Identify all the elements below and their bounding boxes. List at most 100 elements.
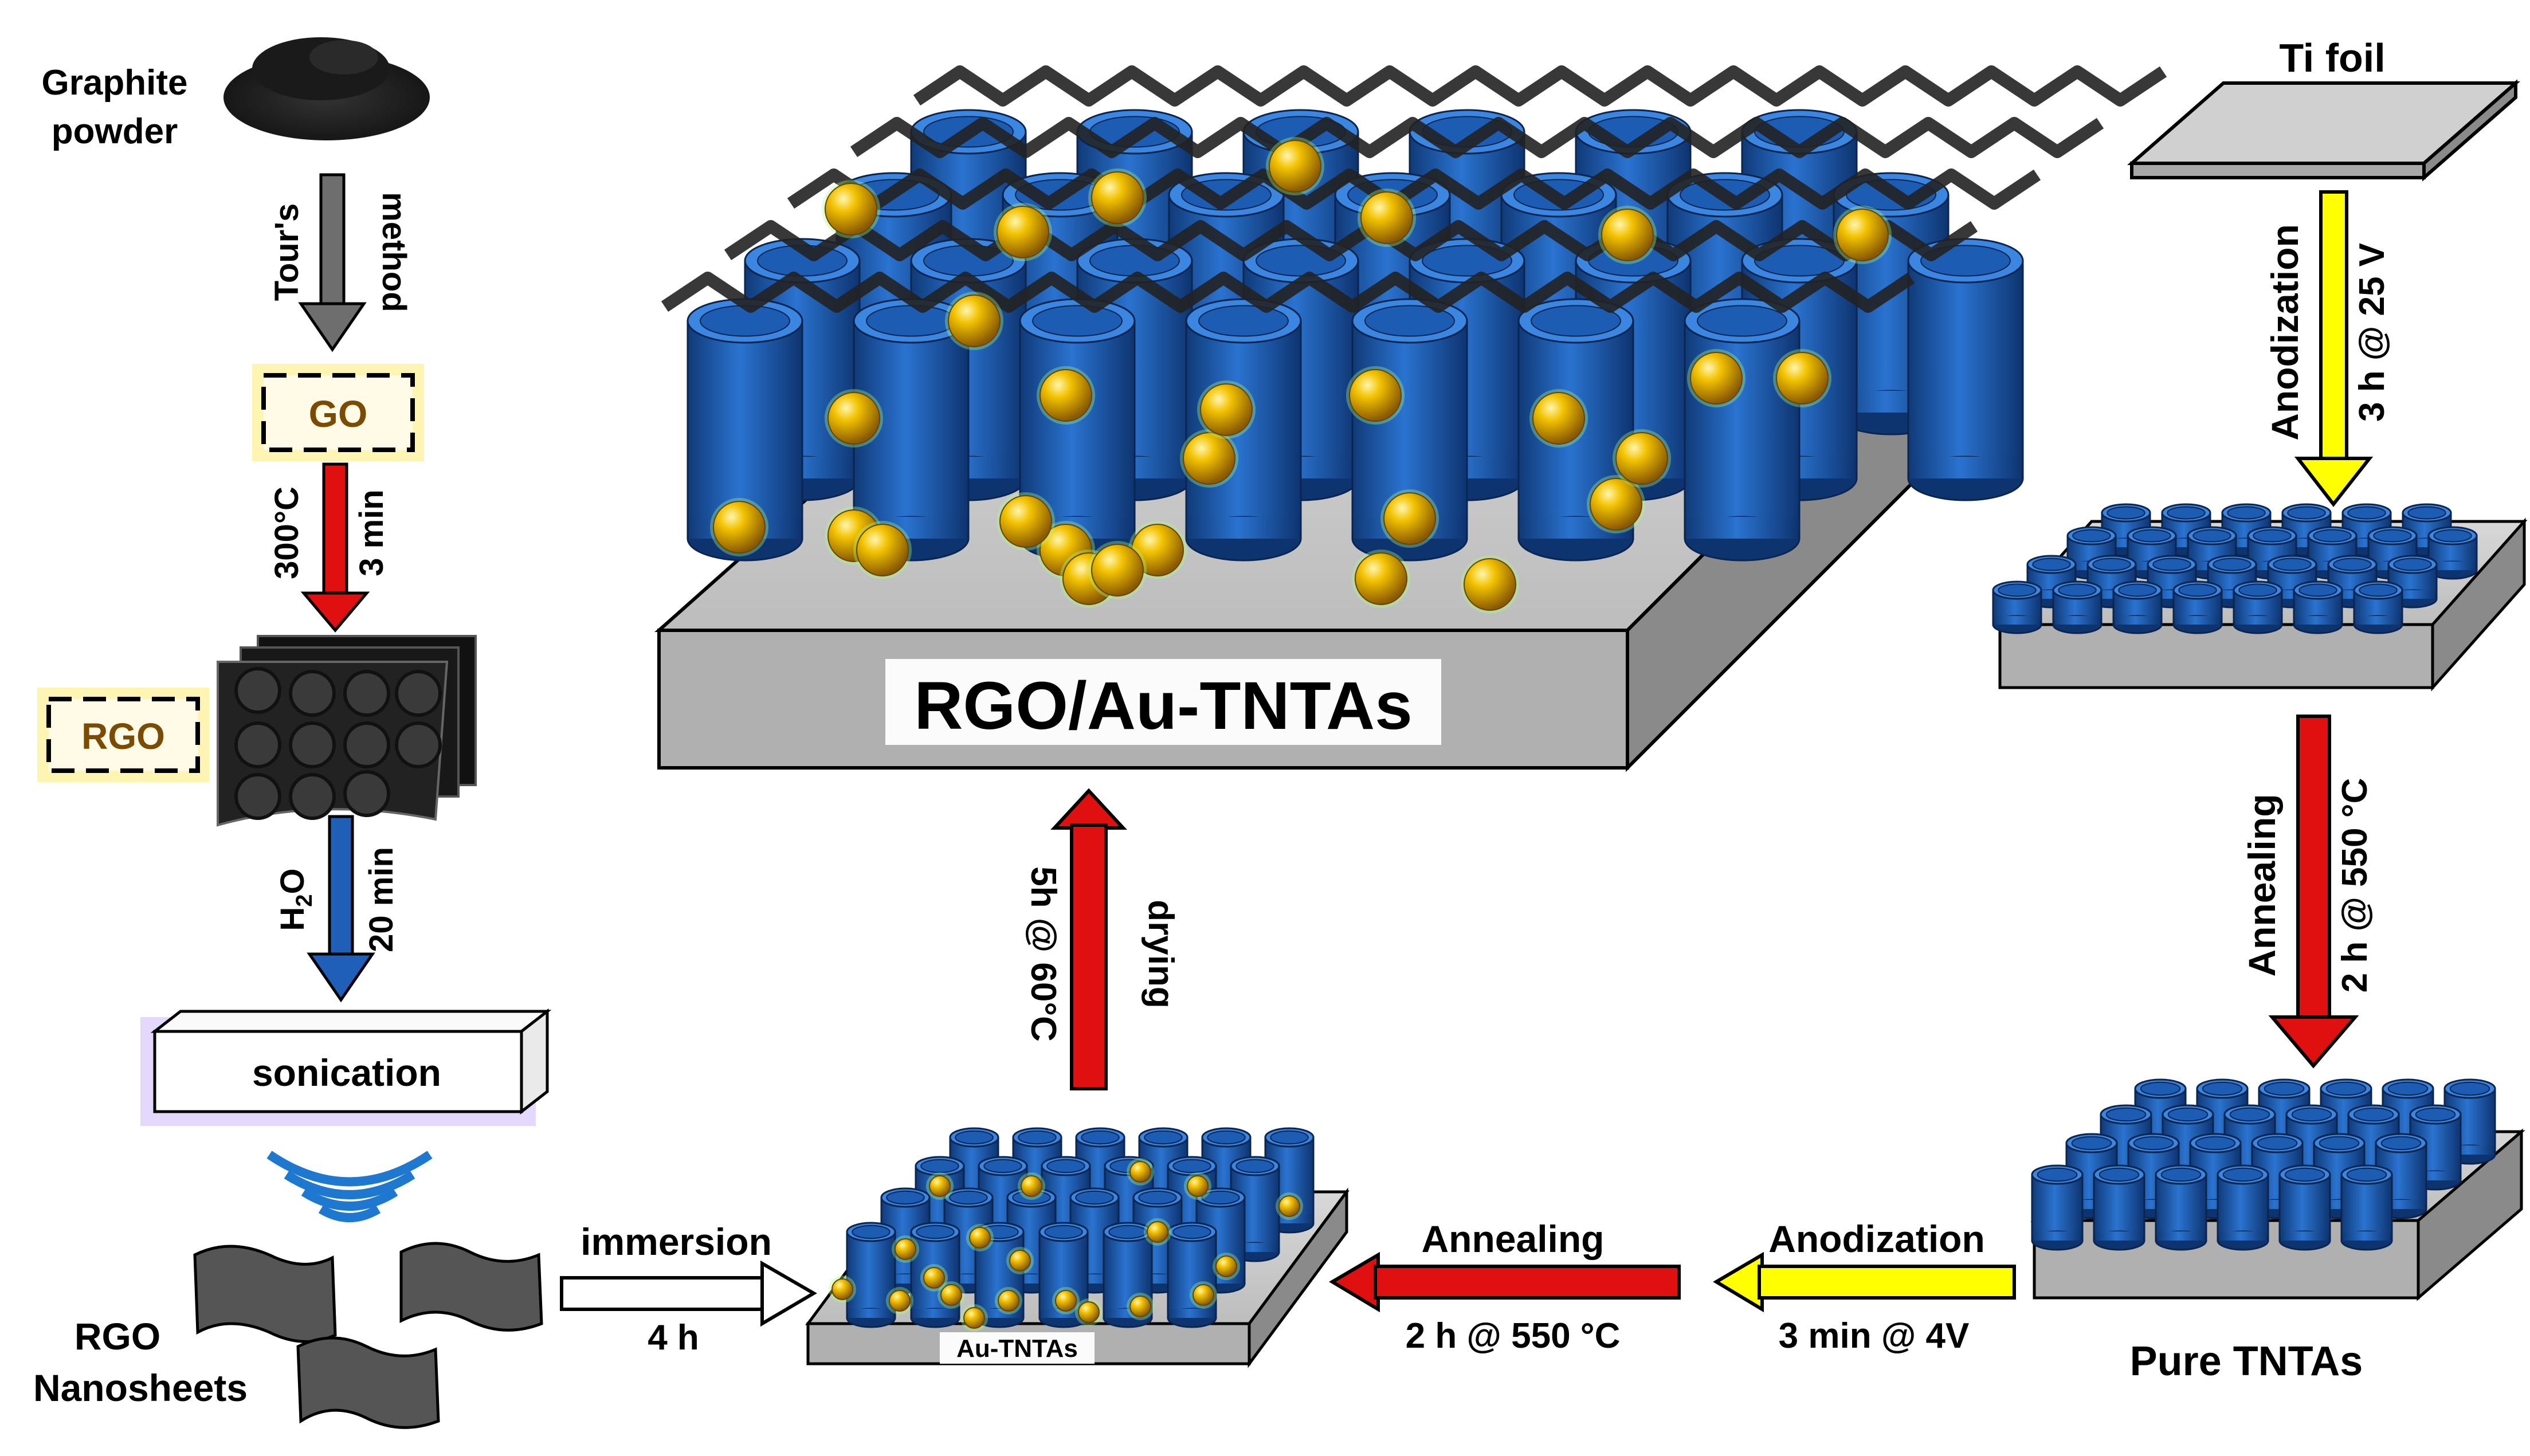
- rgo-box: [37, 688, 209, 782]
- annealing-cond-right: 2 h @ 550 °C: [2335, 778, 2375, 993]
- gold-nanoparticle: [1187, 1175, 1209, 1197]
- time1-label: 3 min: [353, 489, 390, 576]
- nanotube: [2353, 580, 2403, 634]
- gold-nanoparticle: [827, 392, 880, 445]
- nanotube: [1167, 1222, 1217, 1328]
- nanotube: [2052, 580, 2103, 634]
- ti-foil-label: Ti foil: [2279, 36, 2385, 80]
- anodization-label-right: Anodization: [2264, 224, 2306, 441]
- gold-nanoparticle: [1193, 1284, 1214, 1306]
- au-nanotube-array: [846, 1127, 1315, 1328]
- nanotube: [2031, 1164, 2084, 1251]
- tnta-block-1: [1992, 503, 2528, 692]
- go-label: GO: [309, 393, 368, 435]
- gold-nanoparticle: [713, 501, 766, 554]
- gold-nanoparticle: [1269, 140, 1321, 193]
- gold-nanoparticle: [1200, 383, 1253, 436]
- nanotube: [1103, 1222, 1153, 1328]
- method-label: method: [375, 192, 413, 312]
- gold-nanoparticle: [929, 1175, 951, 1197]
- nanotube: [2155, 1164, 2207, 1251]
- annealing-arrow-bottom: [1329, 1251, 1681, 1313]
- au-tntas-label: Au-TNTAs: [956, 1335, 1078, 1363]
- gold-nanoparticle: [1091, 171, 1144, 224]
- nanotube: [2112, 580, 2163, 634]
- gold-nanoparticle: [1836, 209, 1889, 261]
- gold-nanoparticle: [1615, 432, 1668, 485]
- anodization-arrow-right: [2294, 190, 2374, 507]
- anodization-cond-right: 3 h @ 25 V: [2352, 243, 2392, 422]
- gold-nanoparticle: [1078, 1301, 1100, 1323]
- annealing-label-right: Annealing: [2241, 794, 2283, 976]
- nanosheets-label-1: RGO: [74, 1315, 160, 1357]
- gold-nanoparticle: [999, 495, 1052, 548]
- go-box: [252, 364, 424, 461]
- nanotube: [2093, 1164, 2145, 1251]
- gold-nanoparticle: [1091, 544, 1144, 596]
- gold-nanoparticle: [1355, 552, 1407, 605]
- gold-nanoparticle: [889, 1290, 911, 1312]
- gold-nanoparticle: [1590, 478, 1642, 531]
- temp-label: 300°C: [268, 486, 305, 579]
- gold-nanoparticle: [895, 1238, 916, 1260]
- au-gold-nanoparticles: [829, 1158, 1303, 1332]
- au-tntas-block: [805, 1127, 1350, 1368]
- nanotube: [2427, 526, 2478, 580]
- tnta-nanotube-array-1: [1992, 503, 2478, 634]
- gold-nanoparticle: [1055, 1290, 1077, 1312]
- drying-label: drying: [1141, 900, 1180, 1008]
- ultrasound-waves-icon: [266, 1151, 433, 1222]
- red-arrow-left: [300, 462, 370, 633]
- gold-nanoparticle: [1129, 1161, 1151, 1183]
- gold-nanoparticle: [969, 1227, 991, 1249]
- gold-nanoparticle: [1532, 392, 1585, 445]
- gold-nanoparticle: [1776, 352, 1829, 405]
- gold-nanoparticle: [948, 295, 1001, 347]
- annealing-arrow-right: [2268, 715, 2359, 1069]
- nanotube: [1992, 580, 2042, 634]
- gold-nanoparticle: [998, 1290, 1019, 1312]
- immersion-time-label: 4 h: [648, 1318, 699, 1357]
- nanotube: [2340, 1164, 2393, 1251]
- anodization-arrow-bottom: [1713, 1251, 2016, 1313]
- gray-arrow: [298, 173, 367, 352]
- gold-nanoparticle: [940, 1284, 962, 1306]
- rgo-sheet-stack: [217, 635, 477, 827]
- gold-nanoparticle: [1009, 1250, 1031, 1271]
- gold-nanoparticle: [1147, 1221, 1168, 1243]
- nanotube: [2293, 580, 2343, 634]
- gold-nanoparticle: [1360, 191, 1413, 244]
- graphite-label-2: powder: [52, 112, 178, 151]
- nanotube: [1907, 238, 2024, 501]
- gold-nanoparticle: [1040, 369, 1092, 422]
- rgo-label: RGO: [81, 716, 165, 757]
- annealing-cond-bottom: 2 h @ 550 °C: [1406, 1316, 1621, 1356]
- immersion-label: immersion: [580, 1220, 772, 1263]
- anodization-cond-bottom: 3 min @ 4V: [1779, 1316, 1970, 1356]
- anodization-label-bottom: Anodization: [1768, 1218, 1985, 1260]
- gold-nanoparticle: [1383, 492, 1436, 545]
- nanotube: [1684, 298, 1801, 562]
- annealing-label-bottom: Annealing: [1421, 1218, 1604, 1260]
- rgo-nanosheets-image: [193, 1242, 543, 1429]
- sonication-box: [140, 1008, 552, 1126]
- gold-nanoparticle: [831, 1278, 853, 1300]
- sonication-label: sonication: [252, 1051, 441, 1094]
- gold-nanoparticle: [1464, 558, 1516, 611]
- gold-nanoparticle: [1129, 1296, 1151, 1317]
- gold-nanoparticle: [1601, 209, 1654, 261]
- pure-tntas-label: Pure TNTAs: [2130, 1339, 2363, 1384]
- main-label: RGO/Au-TNTAs: [914, 668, 1413, 744]
- gold-nanoparticle: [1183, 432, 1235, 485]
- gold-nanoparticle: [1215, 1255, 1237, 1277]
- rgo-au-tntas-block: [654, 65, 2167, 772]
- graphene-sheet-overlay: [661, 65, 2167, 313]
- ti-foil: [2127, 79, 2520, 182]
- graphite-label-1: Graphite: [42, 63, 188, 103]
- nanotube: [2233, 580, 2283, 634]
- gold-nanoparticle: [1690, 352, 1743, 405]
- gold-nanoparticle: [923, 1267, 945, 1289]
- gold-nanoparticle: [1021, 1175, 1042, 1197]
- nanotube: [846, 1222, 896, 1328]
